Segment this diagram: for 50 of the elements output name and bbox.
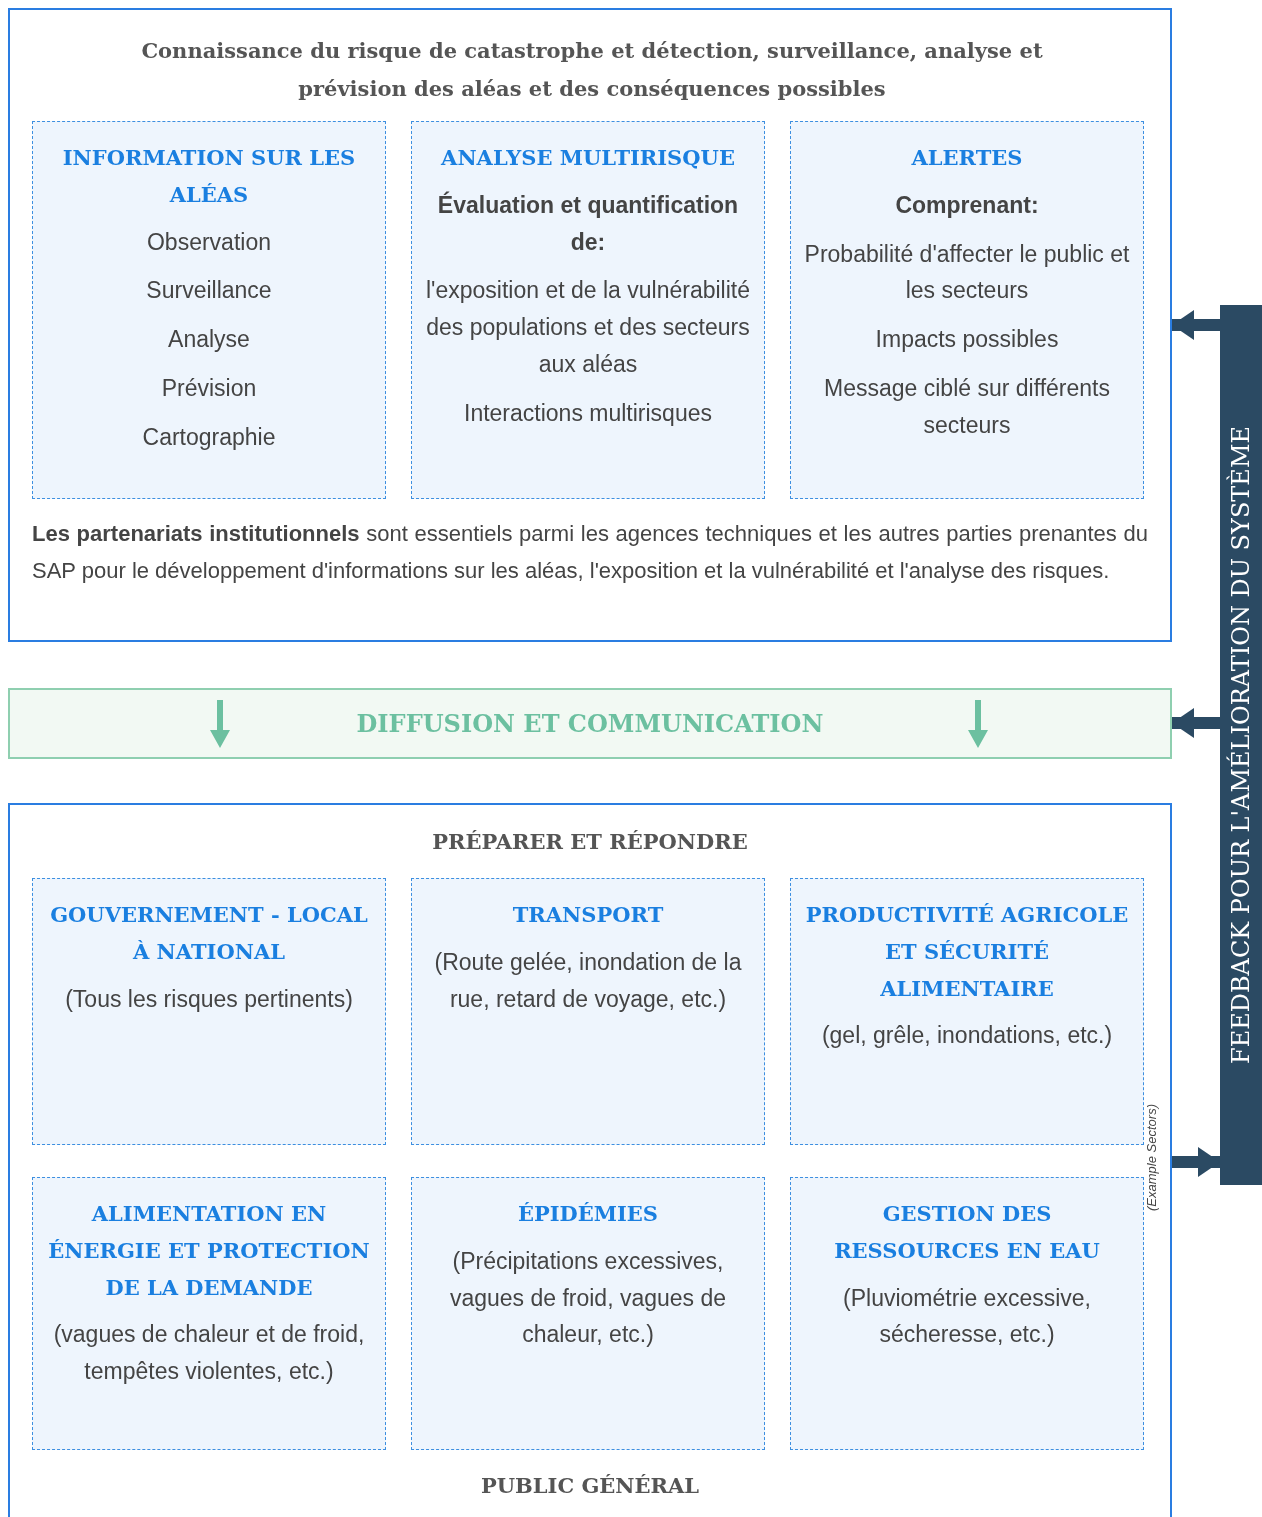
feedback-bar xyxy=(1220,305,1262,1185)
text-item: Probabilité d'affecter le public et les secteurs xyxy=(803,239,1131,306)
banner xyxy=(8,688,1172,759)
text-item: Impacts possibles xyxy=(875,325,1059,355)
text-item: Prévision xyxy=(161,373,257,403)
text-item: Surveillance xyxy=(146,276,272,306)
text-item: (Tous les risques pertinents) xyxy=(65,984,353,1014)
panel xyxy=(8,8,1172,642)
text-item: Message ciblé sur différents secteurs xyxy=(823,373,1111,440)
text-item: l'exposition et de la vulnérabilité des populations et des secteurs aux aléas xyxy=(424,276,751,379)
card-heading: ANALYSE MULTIRISQUE xyxy=(441,144,735,172)
card-heading: TRANSPORT xyxy=(512,901,664,929)
banner-title: FEEDBACK POUR L'AMÉLIORATION DU SYSTÈME xyxy=(1227,426,1255,1064)
card-heading: GESTION DES RESSOURCES EN EAU xyxy=(833,1200,1101,1265)
text-item: Interactions multirisques xyxy=(464,398,712,428)
text-item: (Route gelée, inondation de la rue, retard de voyage, etc.) xyxy=(433,947,743,1014)
info-card xyxy=(411,1177,765,1450)
info-card xyxy=(790,1177,1144,1450)
panel xyxy=(8,803,1172,1517)
text-item: Cartographie xyxy=(142,422,276,452)
card-heading: INFORMATION SUR LES ALÉAS xyxy=(61,144,357,209)
info-card xyxy=(790,878,1144,1145)
info-card xyxy=(790,121,1144,499)
text-item: Analyse xyxy=(168,325,250,355)
paragraph: Les partenariats institutionnels sont essentiels parmi les agences techniques et les autres parties prenantes du SAP pour le développement d'informations sur les aléas, l'exposition et la vulnérabilité et l'analyse des risques. xyxy=(32,520,1148,586)
heading: Connaissance du risque de catastrophe et détection, surveillance, analyse et prévision des aléas et des conséquences possibles xyxy=(140,37,1044,103)
text-item: Observation xyxy=(147,227,271,257)
info-card xyxy=(411,878,765,1145)
info-card xyxy=(411,121,765,499)
card-heading: ALIMENTATION EN ÉNERGIE ET PROTECTION DE LA DEMANDE xyxy=(47,1200,371,1302)
text-item: (gel, grêle, inondations, etc.) xyxy=(821,1021,1113,1051)
subheading: Comprenant: xyxy=(895,190,1039,220)
subheading: Évaluation et quantification de: xyxy=(436,190,740,257)
heading: PUBLIC GÉNÉRAL xyxy=(479,1472,701,1500)
card-heading: ÉPIDÉMIES xyxy=(517,1200,659,1228)
card-heading: PRODUCTIVITÉ AGRICOLE ET SÉCURITÉ ALIMENTAIRE xyxy=(804,901,1130,1003)
banner-title: DIFFUSION ET COMMUNICATION xyxy=(356,709,824,738)
text-item: (Précipitations excessives, vagues de froid, vagues de chaleur, etc.) xyxy=(448,1246,728,1350)
connector-arrow xyxy=(1172,310,1220,340)
text-item: (Pluviométrie excessive, sécheresse, etc.) xyxy=(842,1283,1092,1350)
card-heading: ALERTES xyxy=(911,144,1023,172)
connector-arrow xyxy=(1172,708,1220,738)
side-note: (Example Sectors) xyxy=(1143,1104,1159,1211)
info-card xyxy=(32,878,386,1145)
text-item: (vagues de chaleur et de froid, tempêtes violentes, etc.) xyxy=(52,1320,366,1387)
card-heading: GOUVERNEMENT - LOCAL À NATIONAL xyxy=(49,901,369,966)
connector-arrow xyxy=(1172,1147,1220,1177)
heading: PRÉPARER ET RÉPONDRE xyxy=(431,828,749,856)
info-card xyxy=(32,1177,386,1450)
info-card xyxy=(32,121,386,499)
